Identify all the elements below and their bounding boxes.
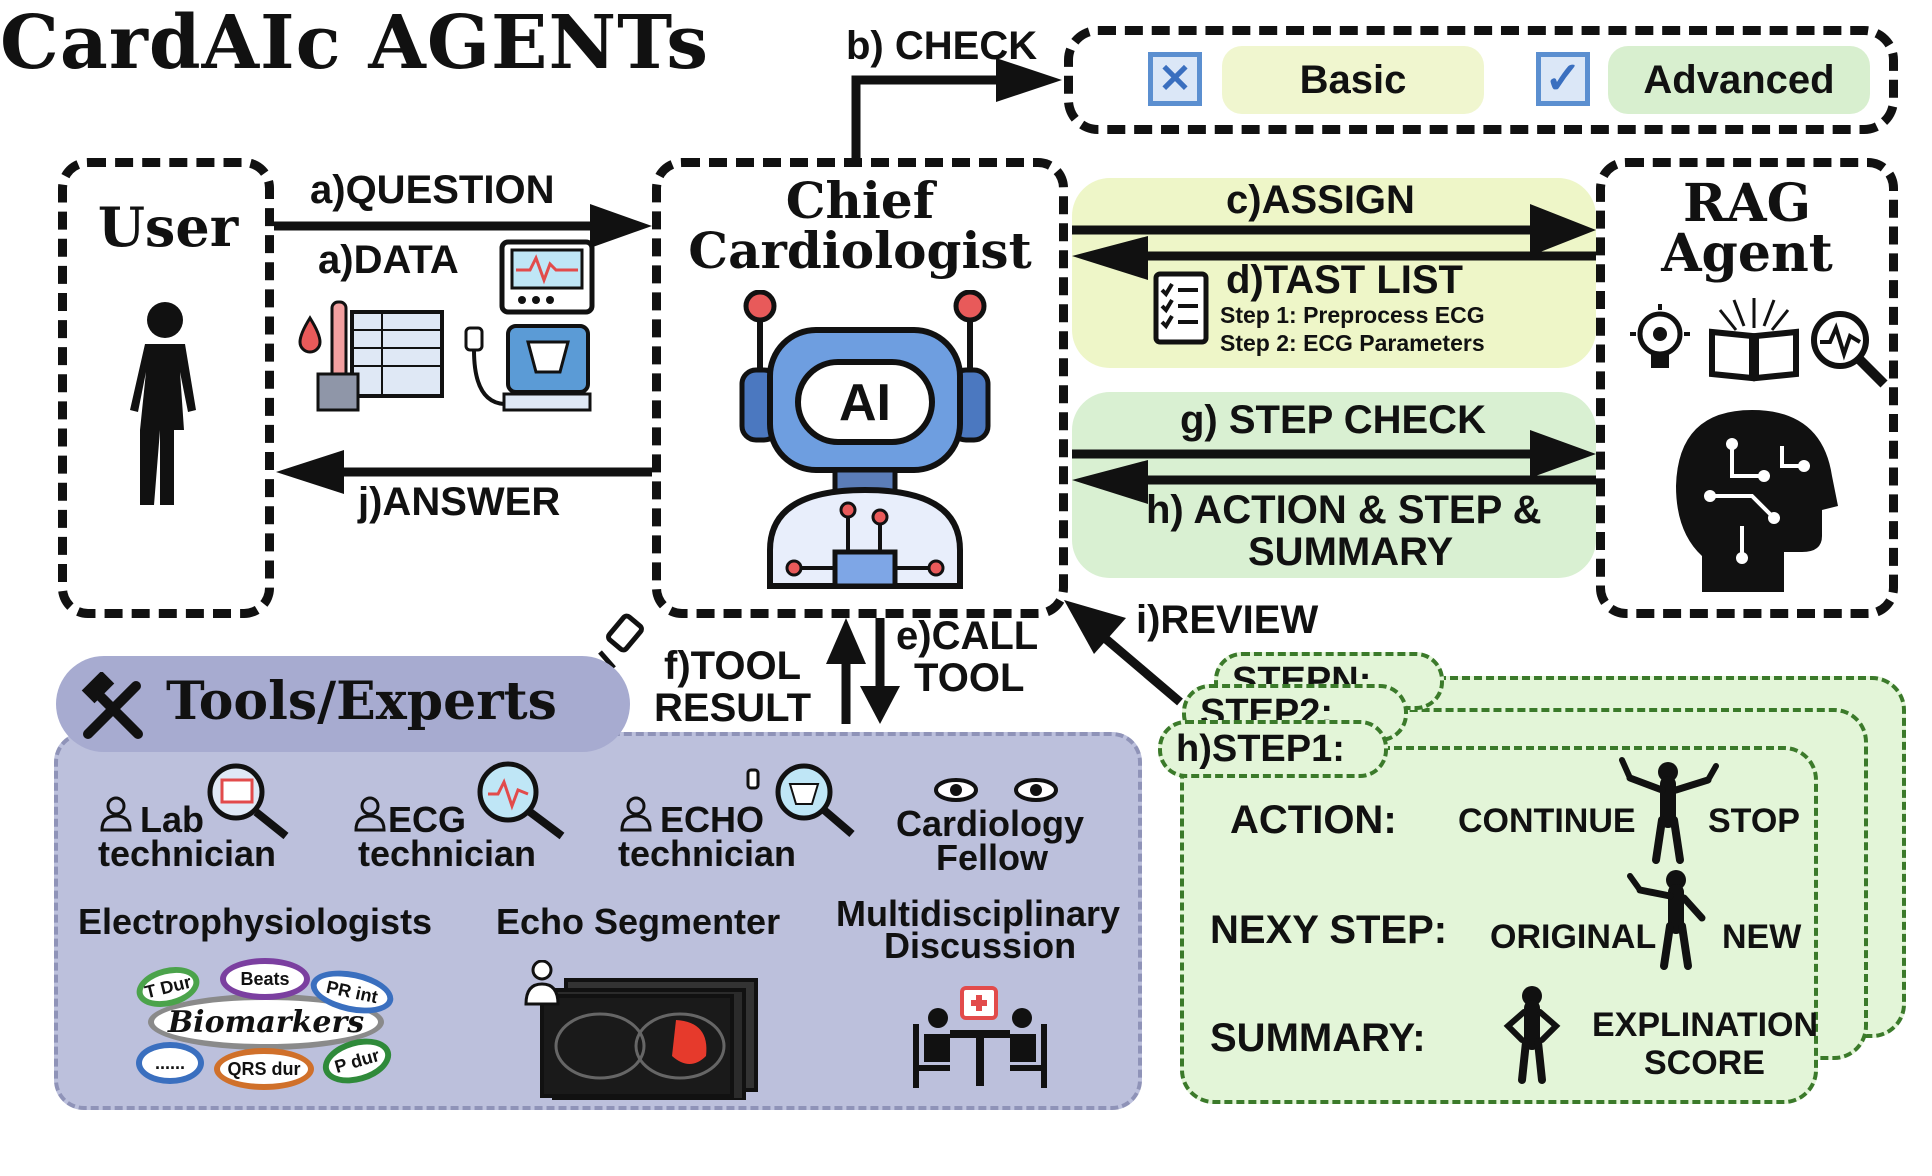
- brain-circuit-icon: [1676, 410, 1838, 592]
- action-label-2: SUMMARY: [1248, 530, 1454, 574]
- echo-tech-line1: ECHO: [660, 799, 765, 840]
- ecg-magnifier-icon: [477, 761, 565, 840]
- tool-result-arrow-head: [826, 618, 866, 664]
- echo-segmenter-image: [524, 960, 758, 1100]
- cross-icon: ✕: [1158, 57, 1192, 101]
- score-option: SCORE: [1644, 1044, 1765, 1082]
- biomarker-dots: ......: [136, 1042, 204, 1084]
- review-arrow: [1097, 630, 1183, 706]
- eye-icon: [934, 778, 1058, 802]
- check-label: b) CHECK: [846, 24, 1038, 68]
- continue-option: CONTINUE: [1458, 802, 1636, 840]
- tool-result-label-1: f)TOOL: [664, 644, 802, 688]
- chief-title-1: Chief: [785, 171, 935, 230]
- review-label: i)REVIEW: [1136, 598, 1319, 642]
- answer-label: j)ANSWER: [358, 480, 561, 524]
- step-card-1: [1180, 746, 1818, 1104]
- user-title: User: [97, 195, 239, 259]
- lab-tech-line1: Lab: [140, 799, 205, 840]
- robot-ai-text: AI: [839, 374, 891, 432]
- lab-data-icon: [298, 300, 444, 412]
- step-tab-1[interactable]: h)STEP1:: [1158, 720, 1388, 778]
- original-option: ORIGINAL: [1490, 918, 1657, 956]
- review-arrow-head: [1064, 600, 1126, 654]
- action-arrow-head: [1072, 460, 1148, 504]
- chief-title-2: Cardiologist: [688, 221, 1032, 280]
- echo-tech-line2: technician: [618, 833, 797, 874]
- hammer-wrench-icon: [81, 672, 143, 739]
- task-arrow-head: [1072, 236, 1148, 280]
- ecg-monitor-icon: [499, 239, 595, 315]
- magnifier-ecg-icon: [1811, 311, 1888, 388]
- task-step-1: Step 1: Preprocess ECG: [1220, 302, 1485, 328]
- step-check-arrow-head: [1530, 430, 1596, 478]
- step-check-band: [1072, 392, 1596, 578]
- step-check-label: g) STEP CHECK: [1180, 398, 1486, 442]
- lightbulb-icon: [1630, 304, 1690, 368]
- fellow-line2: Fellow: [936, 837, 1049, 878]
- advanced-option: Advanced: [1608, 46, 1870, 114]
- stop-option: STOP: [1708, 802, 1800, 840]
- task-list-label: d)TAST LIST: [1226, 258, 1463, 302]
- echo-magnifier-icon: [746, 763, 855, 838]
- echo-machine-icon: [464, 324, 592, 412]
- biomarkers-cluster: Biomarkers T Dur Beats PR int ...... QRS…: [130, 958, 400, 1092]
- robot-ai-icon: AI: [739, 290, 991, 589]
- echo-segmenter-label: Echo Segmenter: [496, 901, 781, 942]
- lab-tech-line2: technician: [98, 833, 277, 874]
- fellow-line1: Cardiology: [896, 803, 1085, 844]
- biomarker-beats: Beats: [220, 958, 310, 1000]
- basic-option: Basic: [1222, 46, 1484, 114]
- basic-checkbox[interactable]: ✕: [1148, 52, 1202, 106]
- new-option: NEW: [1722, 918, 1802, 956]
- rag-title-2: Agent: [1661, 223, 1833, 284]
- next-step-row-label: NEXY STEP:: [1210, 908, 1448, 952]
- call-tool-label-1: e)CALL: [896, 614, 1039, 658]
- checklist-icon: [1153, 271, 1209, 345]
- check-arrow: [851, 75, 1000, 158]
- answer-arrow-head: [276, 450, 344, 494]
- ecg-tech-line1: ECG: [388, 799, 467, 840]
- lab-magnifier-icon: [207, 763, 289, 840]
- data-label: a)DATA: [318, 238, 459, 282]
- multidisciplinary-line1: Multidisciplinary: [836, 893, 1121, 934]
- ecg-tech-line2: technician: [358, 833, 537, 874]
- assign-label: c)ASSIGN: [1226, 178, 1415, 222]
- biomarker-qrs: QRS dur: [214, 1048, 314, 1090]
- task-step-2: Step 2: ECG Parameters: [1220, 330, 1485, 356]
- tools-header: Tools/Experts: [166, 671, 557, 732]
- doctors-table-icon: [913, 986, 1047, 1088]
- advanced-checkbox[interactable]: ✓: [1536, 52, 1590, 106]
- action-row-label: ACTION:: [1230, 798, 1397, 842]
- tool-result-label-2: RESULT: [654, 686, 812, 730]
- check-arrow-head: [996, 58, 1062, 102]
- tools-tab: [56, 656, 630, 752]
- call-tool-arrow-head: [860, 686, 900, 724]
- multidisciplinary-line2: Discussion: [884, 925, 1077, 966]
- explination-option: EXPLINATION: [1592, 1006, 1819, 1044]
- question-label: a)QUESTION: [310, 168, 555, 212]
- diagram-title: CardAIc AGENTs: [0, 0, 710, 86]
- book-icon: [1709, 298, 1799, 382]
- question-arrow-head: [590, 204, 652, 248]
- user-figure-icon: [130, 302, 196, 505]
- electrophysiologists-label: Electrophysiologists: [78, 901, 433, 942]
- assign-arrow-head: [1530, 204, 1596, 256]
- call-tool-label-2: TOOL: [914, 656, 1025, 700]
- check-icon: ✓: [1544, 54, 1582, 103]
- rag-title-1: RAG: [1683, 173, 1811, 234]
- action-label-1: h) ACTION & STEP &: [1146, 488, 1542, 532]
- summary-row-label: SUMMARY:: [1210, 1016, 1426, 1060]
